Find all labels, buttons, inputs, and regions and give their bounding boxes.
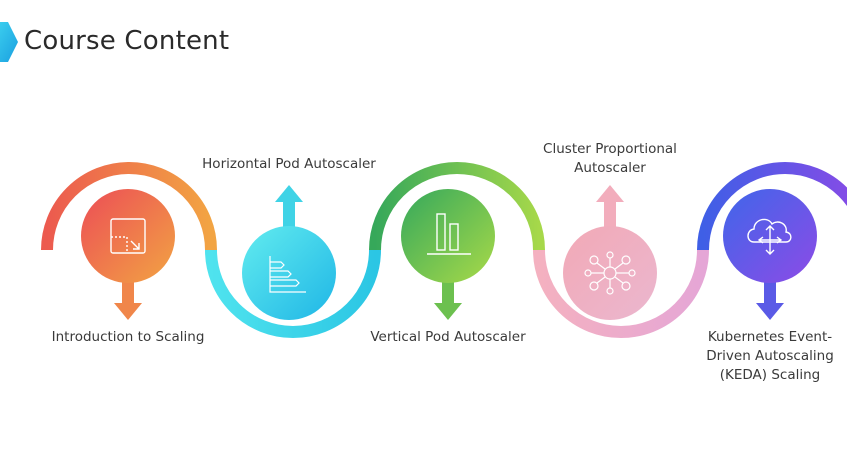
arrow-up-shaft <box>283 200 295 230</box>
arrow-up-shaft <box>604 200 616 230</box>
step-5-node <box>723 189 817 320</box>
wave-segment-1 <box>41 162 217 251</box>
step-3-circle <box>401 189 495 283</box>
step-3-label: Vertical Pod Autoscaler <box>370 329 526 345</box>
arrow-up-head <box>275 185 303 202</box>
step-4-circle <box>563 226 657 320</box>
step-5-label: Kubernetes Event-Driven Autoscaling (KED… <box>706 329 834 383</box>
page-title: Course Content <box>24 26 230 56</box>
wave-segment-2 <box>205 249 381 338</box>
step-1-circle <box>81 189 175 283</box>
wave-segment-4 <box>533 249 709 338</box>
logo-chevron-icon <box>0 22 18 62</box>
cloud-scaling-icon <box>747 218 792 255</box>
step-4-node <box>563 185 657 320</box>
cluster-network-icon <box>584 251 636 295</box>
arrow-down-head <box>114 303 142 320</box>
arrow-down-head <box>756 303 784 320</box>
step-1-label: Introduction to Scaling <box>51 329 205 345</box>
step-2-node <box>242 185 336 320</box>
wave-segment-3 <box>369 162 545 251</box>
step-2-label: Horizontal Pod Autoscaler <box>202 156 376 172</box>
vertical-bars-icon <box>427 213 471 255</box>
arrow-up-head <box>596 185 624 202</box>
arrow-down-head <box>434 303 462 320</box>
horizontal-bars-icon <box>269 256 306 293</box>
step-4-label: Cluster Proportional Autoscaler <box>543 141 677 176</box>
resize-icon <box>110 218 146 254</box>
step-1-node <box>81 189 175 320</box>
wave-segment-5 <box>697 162 847 251</box>
step-3-node <box>401 189 495 320</box>
step-2-circle <box>242 226 336 320</box>
